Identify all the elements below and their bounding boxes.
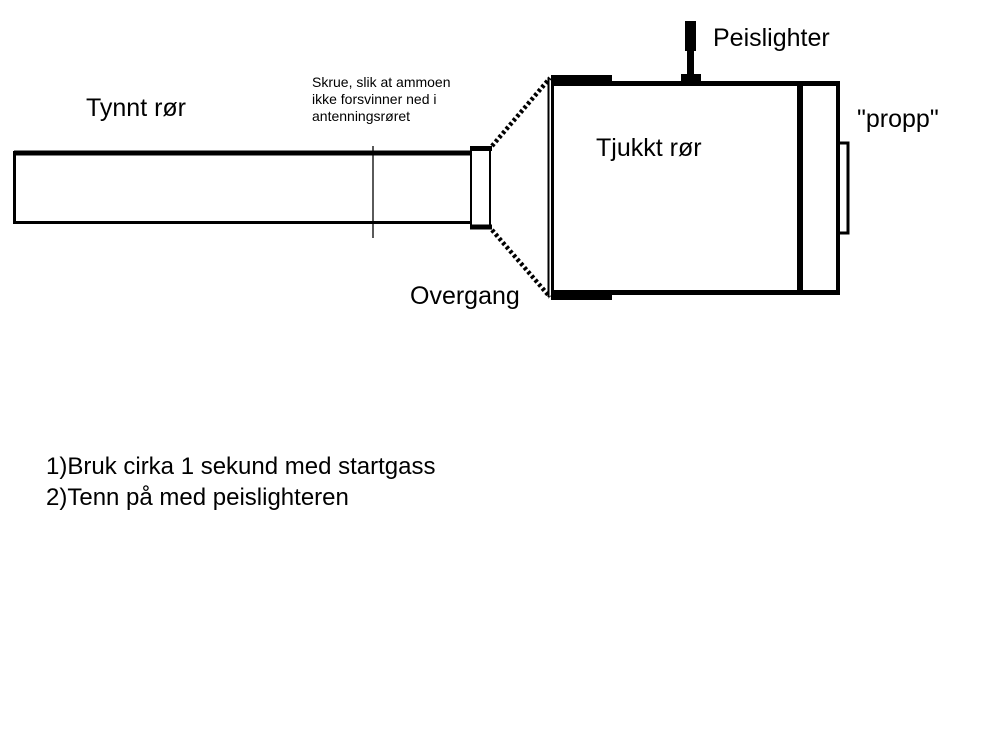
plug	[797, 81, 850, 295]
thin-pipe	[13, 150, 472, 224]
screw-note-line-1: Skrue, slik at ammoen	[312, 74, 451, 90]
lighter	[681, 21, 701, 82]
instructions: 1)Bruk cirka 1 sekund med startgass 2)Te…	[46, 451, 436, 513]
lighter-label: Peislighter	[713, 24, 830, 52]
screw-note-line-2: ikke forsvinner ned i	[312, 91, 437, 107]
thick-pipe	[551, 75, 840, 300]
screw-note-line-3: antenningsrøret	[312, 108, 411, 124]
thin-pipe-label: Tynnt rør	[86, 94, 187, 122]
plug-label: "propp"	[857, 105, 939, 133]
instruction-step-2: 2)Tenn på med peislighteren	[46, 484, 349, 511]
coupling-sleeve	[470, 146, 492, 230]
instruction-step-1: 1)Bruk cirka 1 sekund med startgass	[46, 453, 436, 480]
screw-note: Skrue, slik at ammoen ikke forsvinner ne…	[312, 74, 451, 125]
thick-pipe-label: Tjukkt rør	[596, 134, 702, 162]
transition-cone	[490, 76, 552, 299]
transition-label: Overgang	[410, 282, 520, 310]
